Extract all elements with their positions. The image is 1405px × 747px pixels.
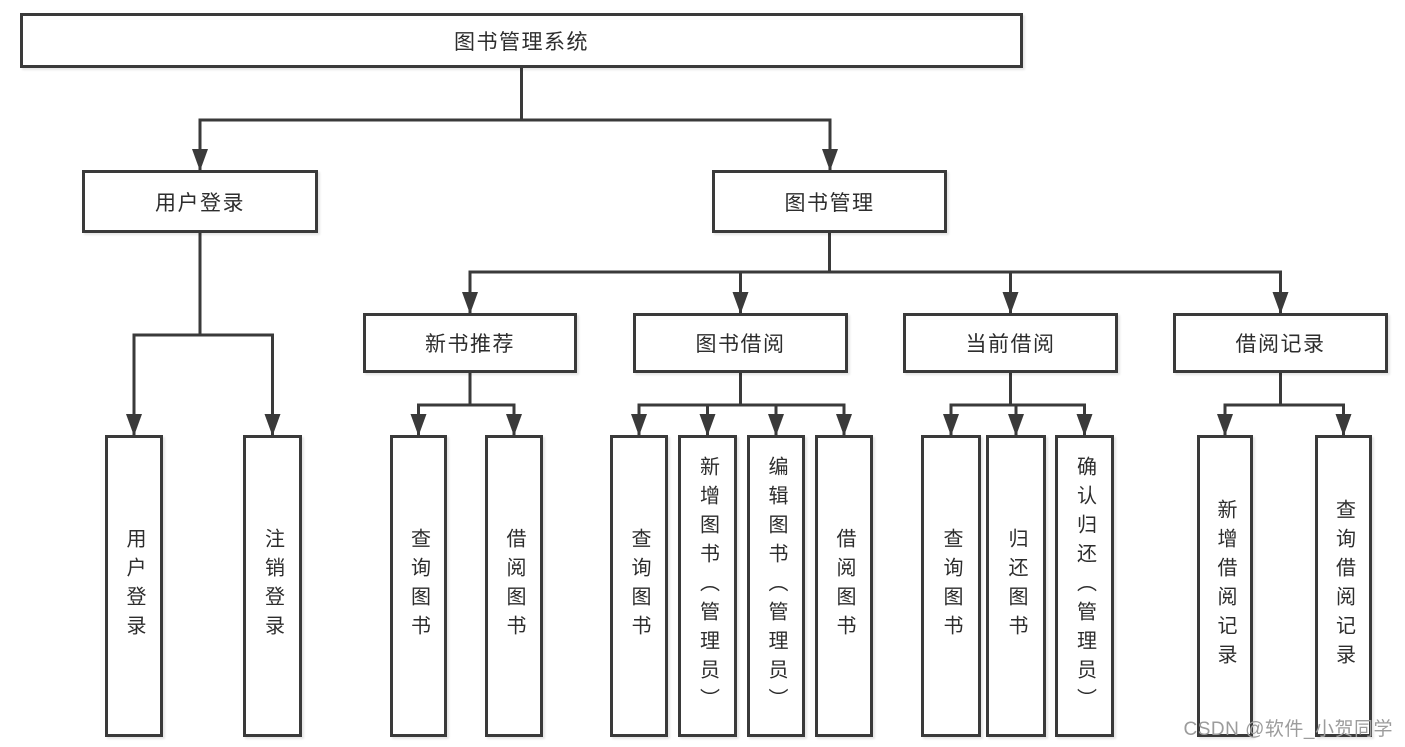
node-book-management-branch: 图书管理 (712, 170, 947, 233)
leaf-borrow-books-recommend: 借阅图书 (485, 435, 543, 737)
leaf-query-books-recommend: 查询图书 (390, 435, 447, 737)
edges-user-login (126, 231, 281, 437)
leaf-query-books-current: 查询图书 (921, 435, 981, 737)
edges-book-management (462, 231, 1289, 315)
edges-new-book-recommend (410, 371, 522, 437)
leaf-confirm-return-admin: 确认归还（管理员） (1055, 435, 1114, 737)
leaf-edit-books-admin: 编辑图书（管理员） (747, 435, 805, 737)
node-borrow-records: 借阅记录 (1173, 313, 1388, 373)
node-book-borrow: 图书借阅 (633, 313, 848, 373)
edges-current-borrow (943, 371, 1093, 437)
leaf-return-books: 归还图书 (986, 435, 1046, 737)
edges-borrow-records (1217, 371, 1352, 437)
leaf-query-books-borrow: 查询图书 (610, 435, 668, 737)
leaf-query-borrow-record: 查询借阅记录 (1315, 435, 1372, 737)
leaf-logout: 注销登录 (243, 435, 302, 737)
leaf-add-borrow-record: 新增借阅记录 (1197, 435, 1253, 737)
node-root-system: 图书管理系统 (20, 13, 1023, 68)
edges-book-borrow (631, 371, 852, 437)
node-user-login-branch: 用户登录 (82, 170, 318, 233)
node-new-book-recommend: 新书推荐 (363, 313, 577, 373)
node-current-borrow: 当前借阅 (903, 313, 1118, 373)
leaf-user-login: 用户登录 (105, 435, 163, 737)
leaf-borrow-books: 借阅图书 (815, 435, 873, 737)
leaf-add-books-admin: 新增图书（管理员） (678, 435, 737, 737)
edges-root (192, 66, 838, 172)
csdn-watermark: CSDN @软件_小贺同学 (1183, 719, 1393, 740)
